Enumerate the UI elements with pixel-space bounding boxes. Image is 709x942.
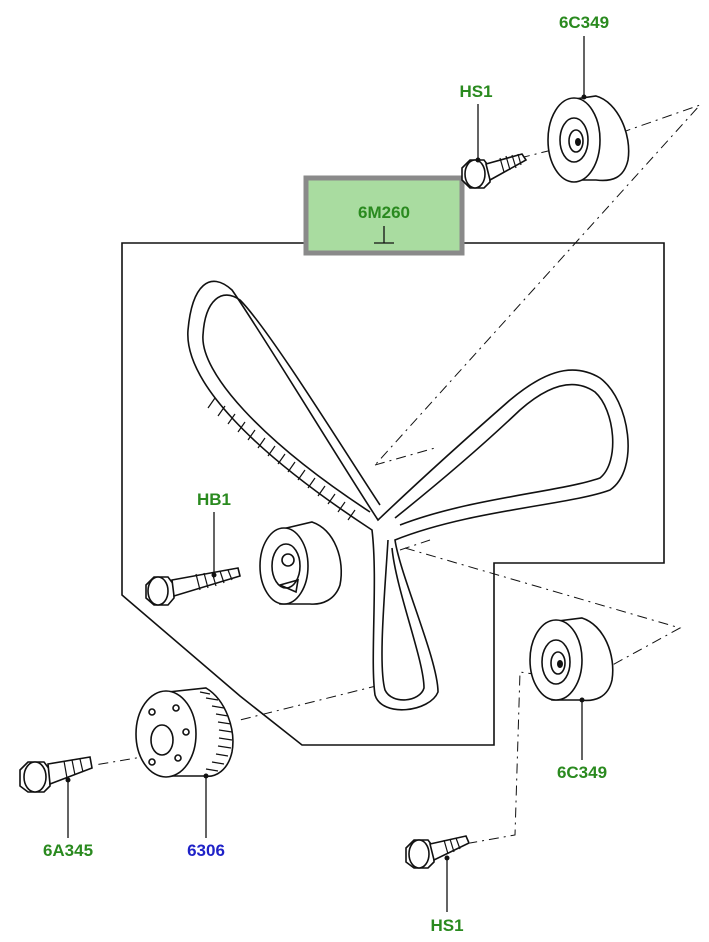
bolt-6a345[interactable] <box>19 756 93 793</box>
crankshaft-sprocket[interactable] <box>135 687 234 778</box>
assembly-frame <box>121 242 665 746</box>
callout-hb1: HB1 <box>197 490 231 509</box>
callout-hs1-bottom: HS1 <box>430 916 463 935</box>
timing-belt[interactable] <box>187 280 629 711</box>
callout-hs1-top: HS1 <box>459 82 492 101</box>
idler-pulley-top[interactable] <box>547 95 630 183</box>
bolt-hs1-top[interactable] <box>461 153 528 189</box>
callout-6a345: 6A345 <box>43 841 93 860</box>
tensioner-pulley[interactable] <box>259 521 343 605</box>
callout-6c349-top: 6C349 <box>559 13 609 32</box>
callout-6c349-bottom: 6C349 <box>557 763 607 782</box>
belt-teeth <box>207 397 356 521</box>
callout-6m260: 6M260 <box>358 203 410 222</box>
belt-callout-highlight[interactable]: 6M260 <box>303 175 465 256</box>
idler-pulley-bottom[interactable] <box>529 617 614 702</box>
bolt-hs1-bottom[interactable] <box>405 835 471 869</box>
callout-6306: 6306 <box>187 841 225 860</box>
bolt-hb1[interactable] <box>145 567 241 606</box>
